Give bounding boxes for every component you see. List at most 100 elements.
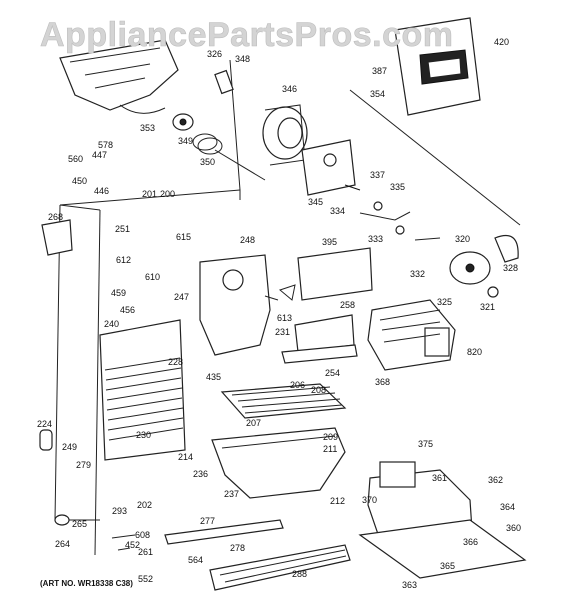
art-number-label: (ART NO. WR18338 C38): [40, 579, 133, 588]
callout-361: 361: [432, 473, 447, 483]
callout-249: 249: [62, 442, 77, 452]
callout-363: 363: [402, 580, 417, 590]
callout-362: 362: [488, 475, 503, 485]
callout-236: 236: [193, 469, 208, 479]
callout-349: 349: [178, 136, 193, 146]
callout-251: 251: [115, 224, 130, 234]
callout-277: 277: [200, 516, 215, 526]
callout-228: 228: [168, 357, 183, 367]
callout-456: 456: [120, 305, 135, 315]
dispenser-housing: [394, 17, 481, 116]
callout-337: 337: [370, 170, 385, 180]
storage-pan: [211, 427, 346, 499]
callout-230: 230: [136, 430, 151, 440]
callout-335: 335: [390, 182, 405, 192]
damper-assembly: [449, 234, 519, 298]
callout-364: 364: [500, 502, 515, 512]
callout-365: 365: [440, 561, 455, 571]
divider-panels: [281, 247, 373, 364]
callout-420: 420: [494, 37, 509, 47]
air-duct: [199, 254, 271, 356]
callout-231: 231: [275, 327, 290, 337]
callout-261: 261: [138, 547, 153, 557]
left-small-parts: [39, 219, 136, 551]
callout-248: 248: [240, 235, 255, 245]
callout-333: 333: [368, 234, 383, 244]
auger-motor: [262, 104, 308, 166]
kick-plate: [164, 519, 351, 591]
callout-368: 368: [375, 377, 390, 387]
callout-578: 578: [98, 140, 113, 150]
callout-320: 320: [455, 234, 470, 244]
auger-coupler: [172, 113, 266, 181]
callout-446: 446: [94, 186, 109, 196]
callout-208: 208: [311, 385, 326, 395]
fan-blade: [264, 284, 296, 301]
callout-450: 450: [72, 176, 87, 186]
callout-345: 345: [308, 197, 323, 207]
callout-452: 452: [125, 540, 140, 550]
callout-346: 346: [282, 84, 297, 94]
callout-200: 200: [160, 189, 175, 199]
callout-264: 264: [55, 539, 70, 549]
callout-293: 293: [112, 506, 127, 516]
callout-268: 268: [48, 212, 63, 222]
callout-560: 560: [68, 154, 83, 164]
callout-447: 447: [92, 150, 107, 160]
callout-612: 612: [116, 255, 131, 265]
callout-326: 326: [207, 49, 222, 59]
compressor-assembly: [358, 461, 527, 579]
callout-334: 334: [330, 206, 345, 216]
callout-613: 613: [277, 313, 292, 323]
callout-247: 247: [174, 292, 189, 302]
watermark-text: AppliancePartsPros.com: [40, 16, 453, 54]
callout-214: 214: [178, 452, 193, 462]
ice-bucket: [59, 39, 179, 114]
wire-shelf: [220, 383, 347, 419]
callout-375: 375: [418, 439, 433, 449]
callout-564: 564: [188, 555, 203, 565]
callout-279: 279: [76, 460, 91, 470]
callout-387: 387: [372, 66, 387, 76]
callout-237: 237: [224, 489, 239, 499]
callout-325: 325: [437, 297, 452, 307]
callout-207: 207: [246, 418, 261, 428]
callout-610: 610: [145, 272, 160, 282]
callout-278: 278: [230, 543, 245, 553]
callout-224: 224: [37, 419, 52, 429]
callout-206: 206: [290, 380, 305, 390]
evaporator: [99, 319, 186, 461]
callout-608: 608: [135, 530, 150, 540]
door-linkage: [344, 184, 441, 241]
callout-615: 615: [176, 232, 191, 242]
callout-395: 395: [322, 237, 337, 247]
callout-353: 353: [140, 123, 155, 133]
callout-202: 202: [137, 500, 152, 510]
callout-370: 370: [362, 495, 377, 505]
callout-240: 240: [104, 319, 119, 329]
callout-288: 288: [292, 569, 307, 579]
callout-332: 332: [410, 269, 425, 279]
motor-bracket: [301, 139, 356, 196]
callout-354: 354: [370, 89, 385, 99]
callout-212: 212: [330, 496, 345, 506]
callout-348: 348: [235, 54, 250, 64]
callout-258: 258: [340, 300, 355, 310]
ice-maker: [367, 299, 456, 371]
callout-209: 209: [323, 432, 338, 442]
callout-328: 328: [503, 263, 518, 273]
callout-552: 552: [138, 574, 153, 584]
callout-321: 321: [480, 302, 495, 312]
callout-201: 201: [142, 189, 157, 199]
callout-820: 820: [467, 347, 482, 357]
solenoid: [214, 69, 234, 95]
callout-435: 435: [206, 372, 221, 382]
callout-350: 350: [200, 157, 215, 167]
callout-459: 459: [111, 288, 126, 298]
callout-265: 265: [72, 519, 87, 529]
callout-211: 211: [323, 444, 337, 454]
callout-360: 360: [506, 523, 521, 533]
callout-254: 254: [325, 368, 340, 378]
